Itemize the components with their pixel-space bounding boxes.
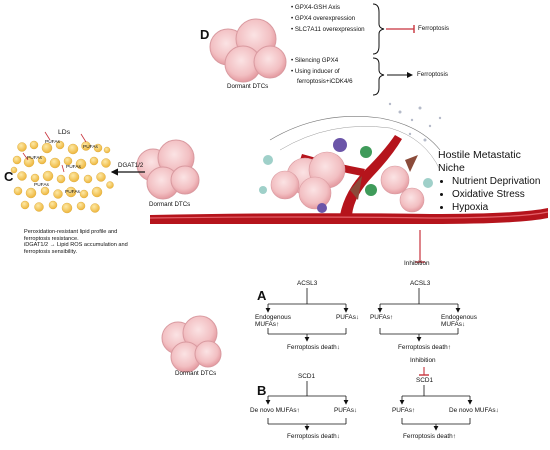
dormant-dtcs-label-a: Dormant DTCs [175, 370, 217, 377]
lipid-droplets [10, 140, 114, 214]
pufa-tag-1: PUFAs [45, 140, 60, 145]
b-right-enzyme: SCD1 [416, 377, 434, 384]
d-item-silencing: • Silencing GPX4 [291, 57, 339, 64]
a-right-branch-left: PUFAs↑ [370, 314, 394, 321]
dgat-label: DGAT1/2 [118, 162, 144, 169]
d-item-gpx4-gsh: • GPX4-GSH Axis [291, 4, 340, 11]
dormant-dtcs-label-c: Dormant DTCs [149, 201, 191, 208]
panel-label-d: D [200, 27, 210, 42]
caption-dgat-inhibition: iDGAT1/2 → Lipid ROS accumulation and fe… [24, 242, 128, 255]
lds-label: LDs [58, 129, 71, 136]
dormant-dtcs-label-d: Dormant DTCs [227, 83, 269, 90]
panel-label-b: B [257, 383, 267, 398]
a-left-enzyme: ACSL3 [297, 280, 318, 287]
niche-dots [388, 102, 442, 142]
niche-item-hypoxia: Hypoxia [452, 201, 550, 214]
a-left-branch-right: PUFAs↓ [336, 314, 360, 321]
pufa-pointers [22, 131, 87, 173]
panel-a-right-tree [377, 288, 461, 342]
b-right-branch-left: PUFAs↑ [392, 407, 416, 414]
b-left-enzyme: SCD1 [298, 373, 316, 380]
brace-top [372, 3, 385, 55]
niche-item-oxidative: Oxidative Stress [452, 188, 550, 201]
niche-item-nutrient: Nutrient Deprivation [452, 175, 550, 188]
caption-resistance: Peroxidation-resistant lipid profile and… [24, 229, 118, 242]
a-right-outcome: Ferroptosis death↑ [398, 344, 451, 351]
b-right-inhibition: Inhibition [410, 357, 436, 364]
a-right-inhibition: Inhibition [404, 260, 430, 267]
b-left-branch-left: De novo MUFAs↑ [250, 407, 300, 414]
niche-title: Hostile Metastatic Niche [438, 149, 521, 174]
b-right-outcome: Ferroptosis death↑ [403, 433, 456, 440]
panel-b-left-tree [265, 381, 349, 431]
pufa-tag-5: PUFAs [34, 183, 49, 188]
panel-b-right-tree [399, 385, 473, 431]
dormant-cell-cluster-c [136, 139, 200, 200]
niche-list: Nutrient Deprivation Oxidative Stress Hy… [438, 175, 550, 214]
b-left-outcome: Ferroptosis death↓ [287, 433, 340, 440]
pufa-tag-4: PUFAs [66, 165, 81, 170]
metastatic-niche-illustration [149, 116, 549, 224]
panel-label-c: C [4, 169, 14, 184]
pufa-tag-2: PUFAs [83, 145, 98, 150]
b-left-branch-right: PUFAs↓ [334, 407, 358, 414]
d-item-slc7a11: • SLC7A11 overexpression [291, 26, 365, 33]
d-item-cdk: ferroptosis+iCDK4/6 [297, 78, 353, 85]
d-outcome-top: Ferroptosis [418, 25, 449, 32]
d-outcome-bottom: Ferroptosis [417, 71, 448, 78]
panel-c-caption: Peroxidation-resistant lipid profile and… [24, 229, 144, 255]
panel-a-left-tree [265, 288, 349, 342]
b-right-branch-right: De novo MUFAs↓ [449, 407, 499, 414]
a-right-enzyme: ACSL3 [410, 280, 431, 287]
brace-bottom [372, 57, 385, 96]
niche-box: Hostile Metastatic Niche Nutrient Depriv… [438, 149, 550, 214]
panel-label-a: A [257, 288, 267, 303]
d-item-gpx4-over: • GPX4 overexpression [291, 15, 356, 22]
d-item-inducer: • Using inducer of [291, 68, 340, 75]
a-left-outcome: Ferroptosis death↓ [287, 344, 340, 351]
pufa-tag-6: PUFAs [65, 190, 80, 195]
pufa-tag-3: PUFAs [27, 156, 42, 161]
dormant-cell-cluster-d [209, 18, 287, 83]
dormant-cell-cluster-a [161, 315, 222, 373]
